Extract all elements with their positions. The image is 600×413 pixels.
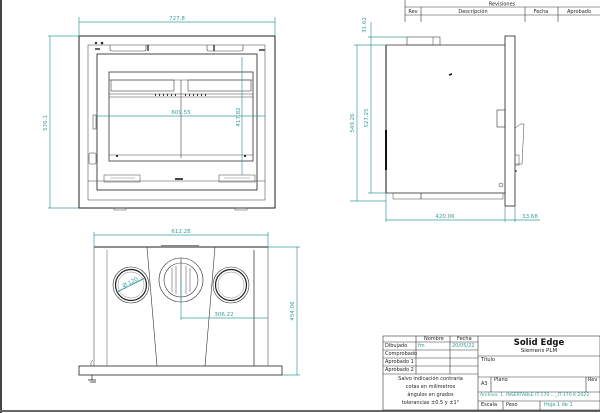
dim-glass-width: 609.55 bbox=[171, 110, 191, 116]
revisions-title: Revisiones bbox=[489, 2, 516, 8]
tb-row-date: 20/05/22 bbox=[452, 343, 475, 349]
tb-row-label: Aprobado 2 bbox=[385, 367, 414, 373]
software-brand: Solid Edge bbox=[513, 338, 565, 348]
rev-col-fecha: Fecha bbox=[534, 9, 549, 15]
sheet-border-left bbox=[0, 0, 2, 413]
dim-front-height: 576.1 bbox=[43, 115, 49, 131]
dim-pipe-diameter: Ø 120 bbox=[121, 276, 139, 290]
dim-top-depth: 454.06 bbox=[290, 301, 296, 321]
dim-side-height-overall: 549.26 bbox=[350, 113, 356, 133]
dim-side-depth-front: 33.68 bbox=[522, 214, 538, 220]
title-block-grid bbox=[382, 335, 600, 411]
tb-note-line: cotas en milímetros bbox=[405, 384, 456, 390]
rev-col-descripcion: Descripción bbox=[458, 8, 487, 15]
tb-row-name: fm bbox=[418, 343, 425, 349]
tb-titulo-label: Título bbox=[481, 357, 496, 363]
revisions-table bbox=[404, 0, 600, 22]
tb-row-label: Aprobado 1 bbox=[385, 359, 414, 365]
sheet-border-bottom bbox=[0, 410, 600, 412]
top-view bbox=[78, 245, 283, 383]
tb-note-line: ángulos en grados bbox=[407, 392, 454, 398]
dim-front-width: 727.8 bbox=[169, 16, 185, 22]
top-view-dimensions bbox=[93, 232, 300, 376]
dim-side-depth-body: 420.06 bbox=[435, 214, 455, 220]
tb-note-line: tolerancias ±0.5 y ±1° bbox=[401, 400, 460, 406]
tb-escala-label: Escala bbox=[481, 402, 498, 408]
tb-hoja: Hoja 1 de 1 bbox=[544, 402, 573, 408]
tb-sheet-size: A3 bbox=[481, 381, 488, 387]
tb-rev-label: Rev bbox=[588, 377, 598, 383]
rev-col-aprobado: Aprobado bbox=[567, 9, 591, 15]
dim-side-top-offset: 31.62 bbox=[362, 17, 368, 33]
dim-flue-offset: 306.22 bbox=[214, 312, 233, 318]
tb-row-label: Dibujado bbox=[385, 343, 408, 349]
tb-plano-label: Plano bbox=[494, 377, 508, 383]
side-view bbox=[385, 35, 525, 207]
tb-row-label: Comprobado bbox=[385, 351, 418, 357]
front-view-dimensions bbox=[48, 17, 276, 209]
dim-glass-height: 417.82 bbox=[236, 107, 242, 126]
dim-side-height-body: 527.25 bbox=[364, 108, 370, 128]
dim-top-width: 612.28 bbox=[171, 229, 191, 235]
tb-peso-label: Peso bbox=[506, 402, 518, 408]
rev-col-rev: Rev bbox=[408, 9, 417, 15]
tb-archivo: Archivo: 1. INSERTABLE IT-170...._IT-170… bbox=[480, 393, 590, 398]
side-view-dimensions bbox=[350, 22, 540, 222]
front-view bbox=[78, 35, 276, 211]
tb-header-fecha: Fecha bbox=[457, 336, 472, 342]
tb-header-nombre: Nombre bbox=[424, 336, 444, 342]
tb-note-line: Salvo indicación contraria bbox=[398, 376, 463, 382]
software-vendor: Siemens PLM bbox=[520, 348, 558, 354]
